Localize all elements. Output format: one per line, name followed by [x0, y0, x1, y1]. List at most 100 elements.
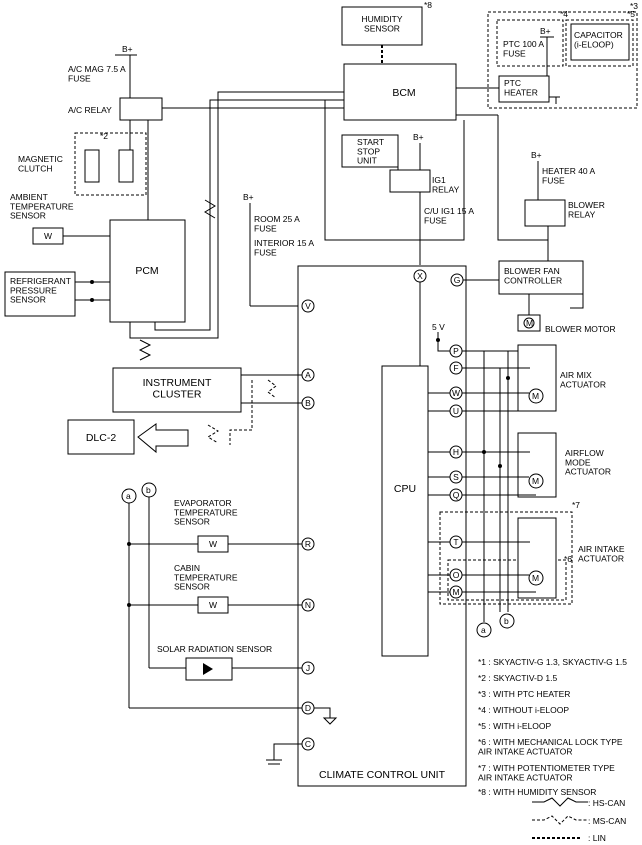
svg-text:W: W — [209, 600, 217, 610]
svg-text:*4: *4 — [560, 9, 568, 19]
svg-text:T: T — [453, 537, 458, 547]
ptc-group-box — [487, 11, 638, 109]
svg-text:CLIMATE CONTROL UNIT: CLIMATE CONTROL UNIT — [319, 769, 446, 781]
svg-text:*1 : SKYACTIV-G 1.3, SKYACTIV-: *1 : SKYACTIV-G 1.3, SKYACTIV-G 1.5 — [478, 657, 627, 667]
svg-text:b: b — [504, 616, 509, 626]
svg-text:5 V: 5 V — [432, 322, 445, 332]
svg-text:*8 : WITH HUMIDITY SENSOR: *8 : WITH HUMIDITY SENSOR — [478, 787, 596, 797]
svg-text:: HS-CAN: : HS-CAN — [588, 798, 625, 808]
capacitor-group — [565, 19, 634, 67]
solar-radiation-sensor: SOLAR RADIATION SENSOR — [149, 644, 302, 681]
svg-text:*5 : WITH i-ELOOP: *5 : WITH i-ELOOP — [478, 721, 552, 731]
ac-relay: A/C RELAY — [68, 97, 163, 121]
svg-text:b: b — [146, 485, 151, 495]
svg-text:M: M — [532, 391, 539, 401]
dlc2: DLC-2 — [67, 419, 219, 455]
svg-text:W: W — [452, 388, 460, 398]
cpu-wires: 5 V — [419, 282, 450, 593]
svg-text:M: M — [526, 318, 533, 328]
svg-text:DLC-2: DLC-2 — [86, 432, 117, 444]
svg-text:U: U — [453, 406, 459, 416]
svg-text:G: G — [454, 275, 461, 285]
svg-text:*4 : WITHOUT i-ELOOP: *4 : WITHOUT i-ELOOP — [478, 705, 569, 715]
air-intake-group-7 — [439, 511, 573, 605]
svg-text:M: M — [452, 587, 459, 597]
svg-text:*2: *2 — [100, 131, 108, 141]
svg-text:N: N — [305, 600, 311, 610]
svg-text:F: F — [453, 363, 458, 373]
svg-text:D: D — [305, 703, 311, 713]
svg-text:R: R — [305, 539, 311, 549]
svg-text:W: W — [44, 231, 52, 241]
svg-text:SOLAR RADIATION SENSOR: SOLAR RADIATION SENSOR — [157, 644, 272, 654]
hs-can-wire-1 — [154, 99, 344, 331]
footnotes: *1 : SKYACTIV-G 1.3, SKYACTIV-G 1.5 *2 :… — [478, 657, 627, 797]
svg-text:A/C RELAY: A/C RELAY — [68, 105, 112, 115]
svg-text:A: A — [305, 370, 311, 380]
svg-text:B: B — [305, 398, 311, 408]
svg-text:PCM: PCM — [135, 265, 158, 277]
svg-text:B+: B+ — [540, 26, 551, 36]
crossover-left: a b — [121, 482, 302, 709]
svg-text:B+: B+ — [243, 192, 254, 202]
svg-text:B+: B+ — [531, 150, 542, 160]
svg-text:BCM: BCM — [392, 87, 415, 99]
svg-text:*8: *8 — [424, 0, 432, 10]
pcm: PCM — [109, 219, 186, 323]
legend: : HS-CAN : MS-CAN : LIN — [532, 797, 626, 843]
hs-can-wire-2 — [129, 91, 344, 339]
svg-text:*6: *6 — [564, 554, 572, 564]
svg-text:B+: B+ — [122, 44, 133, 54]
svg-text:: MS-CAN: : MS-CAN — [588, 816, 626, 826]
svg-text:W: W — [209, 539, 217, 549]
blower-motor: M BLOWER MOTOR — [517, 294, 616, 334]
svg-text:M: M — [532, 573, 539, 583]
svg-text:a: a — [481, 625, 486, 635]
svg-text:*7: *7 — [572, 500, 580, 510]
svg-text:X: X — [417, 271, 423, 281]
hs-can-twist — [204, 199, 216, 219]
svg-text:*5: *5 — [627, 9, 635, 19]
capacitor: CAPACITOR(i-ELOOP) — [570, 23, 630, 61]
svg-text:V: V — [305, 301, 311, 311]
svg-text:*2 : SKYACTIV-D 1.5: *2 : SKYACTIV-D 1.5 — [478, 673, 557, 683]
ptc-fuse-group — [496, 19, 564, 67]
svg-text:CPU: CPU — [394, 483, 416, 495]
svg-text:H: H — [453, 447, 459, 457]
cpu: CPU — [381, 365, 429, 657]
svg-text:O: O — [453, 570, 460, 580]
svg-text:B+: B+ — [413, 132, 424, 142]
